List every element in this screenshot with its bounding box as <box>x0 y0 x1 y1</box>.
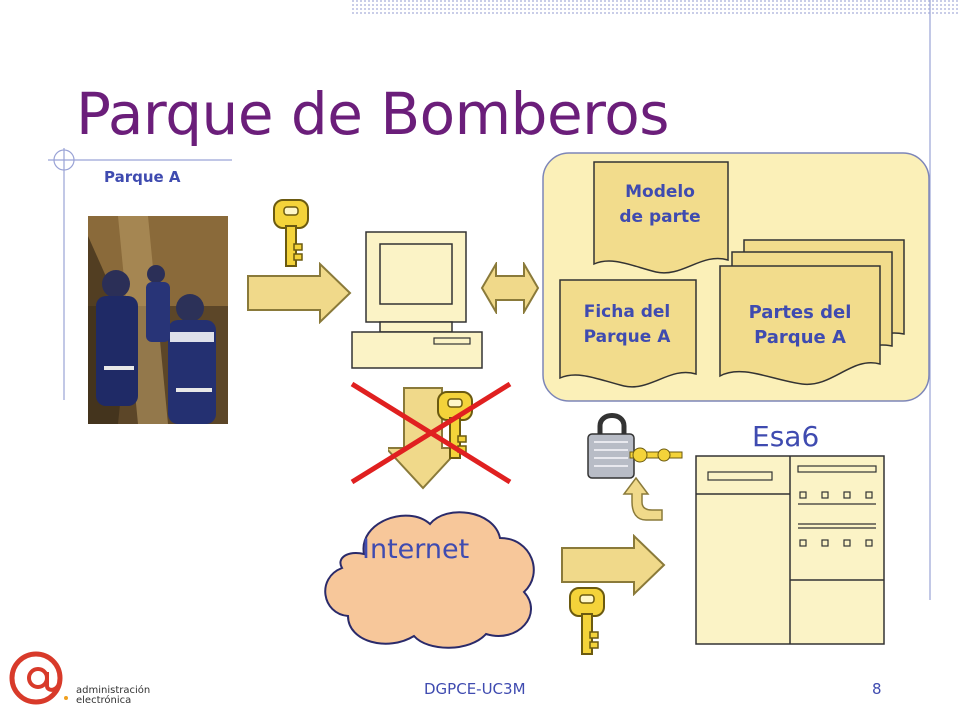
parque-label: Parque A <box>104 168 181 186</box>
logo-text: administración electrónica <box>76 686 150 706</box>
page-number: 8 <box>872 680 882 698</box>
computer-icon <box>351 231 483 369</box>
doc-ficha-shape <box>559 279 697 388</box>
doc-partes-line-1: Partes del <box>748 302 852 323</box>
doc-partes-line-2: Parque A <box>754 327 846 348</box>
firefighters-photo <box>88 216 228 424</box>
arrow-to-padlock <box>622 476 663 521</box>
cloud-icon <box>324 511 535 649</box>
cross-icon <box>350 381 512 485</box>
arrow-to-server <box>561 534 666 596</box>
doc-partes-shape <box>719 239 905 385</box>
server-label: Esa6 <box>752 420 820 453</box>
doc-modelo-line-2: de parte <box>619 207 701 227</box>
key-icon <box>273 199 309 267</box>
logo-text-line-2: electrónica <box>76 695 132 706</box>
doc-ficha-line-1: Ficha del <box>583 302 671 322</box>
doc-ficha-line-2: Parque A <box>583 327 671 347</box>
key-icon <box>569 587 605 655</box>
logo-at-icon <box>9 651 68 705</box>
doc-ficha-label: Ficha del Parque A <box>558 300 696 350</box>
arrow-to-computer <box>247 262 352 324</box>
double-arrow <box>480 262 540 314</box>
slide-title: Parque de Bomberos <box>76 80 669 148</box>
server-icon <box>695 455 885 645</box>
doc-modelo-label: Modelo de parte <box>592 180 728 230</box>
doc-modelo-shape <box>593 161 729 274</box>
doc-partes-label: Partes del Parque A <box>722 300 878 350</box>
footer-center: DGPCE-UC3M <box>424 680 526 698</box>
doc-modelo-line-1: Modelo <box>625 182 695 202</box>
cloud-label: Internet <box>362 534 470 565</box>
logo-text-line-1: administración <box>76 685 151 696</box>
padlock-icon <box>587 413 683 479</box>
